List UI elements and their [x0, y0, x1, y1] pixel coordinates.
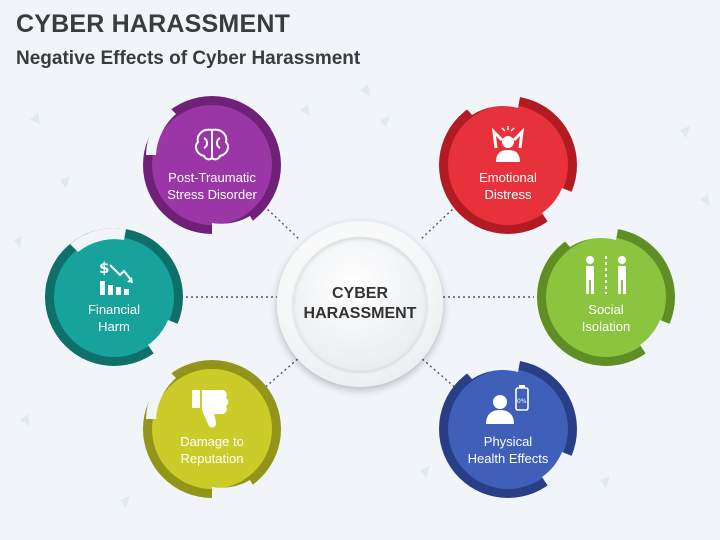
node-physical: 0%	[439, 358, 577, 498]
connectors	[186, 205, 534, 391]
connector-emotional	[419, 205, 457, 241]
center-label: CYBER HARASSMENT	[303, 285, 417, 322]
node-label-physical: Physical Health Effects	[467, 434, 549, 466]
center-hub: CYBER HARASSMENT	[277, 221, 443, 387]
page-title: CYBER HARASSMENT	[16, 10, 291, 38]
brain-icon	[195, 128, 229, 161]
node-reputation	[143, 360, 281, 499]
node-label-financial: Financial Harm	[87, 302, 141, 334]
low-battery-person-icon: 0%	[486, 385, 529, 424]
thumbs-down-icon	[192, 390, 229, 428]
connector-ptsd	[263, 205, 301, 241]
page-subtitle: Negative Effects of Cyber Harassment	[16, 48, 361, 69]
node-ptsd	[143, 96, 281, 235]
node-label-reputation: Damage to Reputation	[180, 434, 244, 466]
center-hub-inner: CYBER HARASSMENT	[293, 237, 427, 371]
connector-reputation	[261, 356, 301, 391]
stressed-person-icon	[491, 126, 525, 162]
node-label-emotional: Emotional Distress	[479, 170, 537, 202]
node-label-ptsd: Post-Traumatic Stress Disorder	[167, 170, 257, 202]
node-social	[537, 226, 675, 366]
node-emotional	[439, 94, 577, 234]
node-financial: $	[45, 227, 183, 366]
money-decline-icon: $	[99, 259, 133, 295]
svg-text:0%: 0%	[517, 398, 527, 405]
connector-physical	[419, 356, 459, 391]
isolated-people-icon	[586, 256, 626, 294]
svg-text:$: $	[99, 259, 109, 277]
node-label-social: Social Isolation	[581, 302, 631, 334]
